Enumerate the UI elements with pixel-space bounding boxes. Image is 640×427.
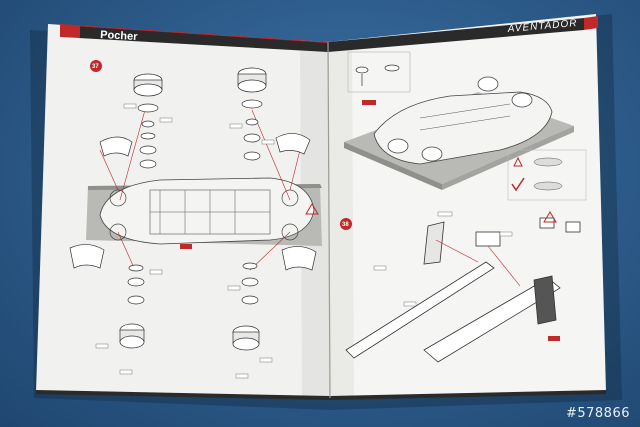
wheel-assembly-rear-right (232, 262, 260, 351)
image-id-watermark: #578866 (565, 406, 630, 421)
step-number-right: 38 (342, 222, 349, 228)
part-label-tags (95, 103, 275, 379)
assembly-guide-lines (99, 109, 301, 271)
wheel-assembly-front-right (237, 67, 267, 161)
step-number: 37 (92, 64, 99, 70)
side-skirt-parts (345, 217, 581, 363)
car-chassis-illustration (86, 177, 322, 249)
fender-parts (69, 133, 317, 271)
step-red-tag (362, 100, 376, 105)
left-page: Pocher 37 (36, 24, 330, 400)
wheel-assembly-rear-left (119, 264, 145, 349)
right-guide-lines (435, 239, 521, 287)
book-spine (327, 41, 331, 399)
warning-icon-right (543, 211, 557, 223)
tool-diagram (347, 51, 411, 93)
wheel-assembly-front-left (133, 73, 163, 169)
brand-logo-text: Pocher (100, 29, 139, 43)
step-red-tag-right (548, 336, 560, 341)
right-page: AVENTADOR (328, 14, 606, 400)
part-label-tags-right (373, 211, 513, 307)
car-isometric-illustration (344, 76, 574, 190)
correct-incorrect-diagram (507, 149, 587, 201)
warning-icon (305, 203, 319, 215)
